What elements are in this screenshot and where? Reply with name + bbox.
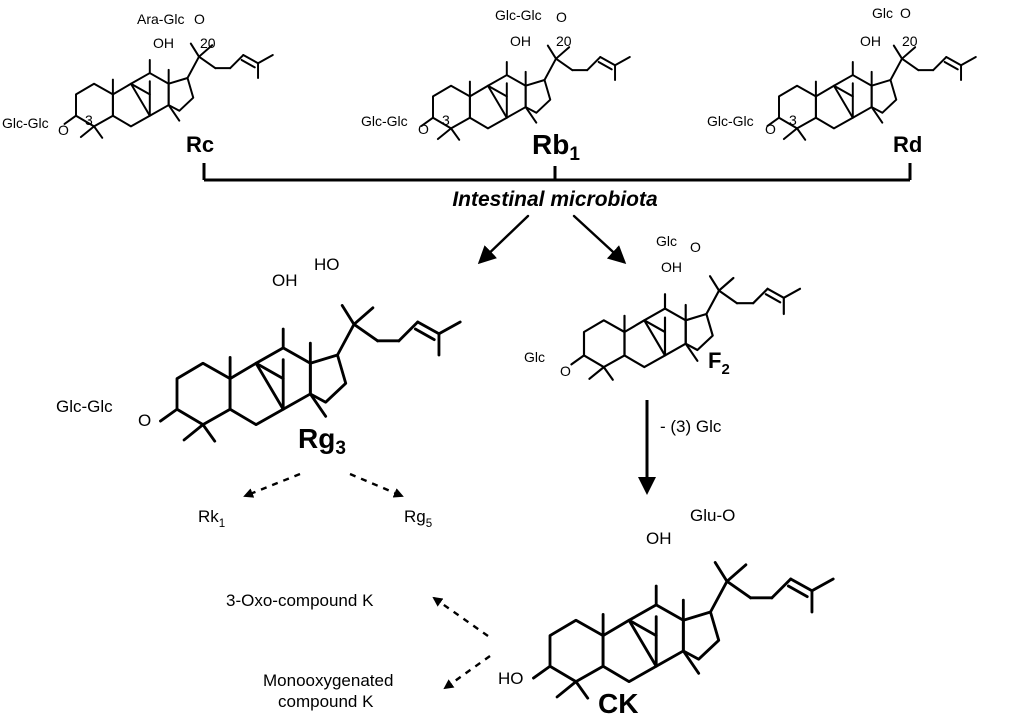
rg3-c3-sugar: Glc-Glc: [56, 397, 113, 416]
f2-c3-oxygen: O: [560, 363, 571, 379]
rd-position-3: 3: [789, 112, 797, 128]
rc-oh: OH: [153, 35, 174, 51]
rc-c3-oxygen: O: [58, 122, 69, 138]
rd-c3-sugar: Glc-Glc: [707, 113, 754, 129]
arrow-to-rg3: [477, 214, 530, 265]
arrow-to-f2: [572, 214, 627, 265]
f2-oh: OH: [661, 259, 682, 275]
rc-position-20: 20: [200, 35, 216, 51]
deglycosylation-label: - (3) Glc: [660, 417, 722, 436]
rc-position-3: 3: [85, 112, 93, 128]
compound-rd: Glc-Glc O 3 Glc O 20 OH Rd: [707, 5, 977, 157]
oxo-compound-k-label: 3-Oxo-compound K: [226, 591, 374, 610]
compound-rb1: Glc-Glc O 3 Glc-Glc O 20 OH Rb1: [361, 7, 631, 165]
f2-c20-oxygen: O: [690, 239, 701, 255]
rb1-c3-sugar: Glc-Glc: [361, 113, 408, 129]
rg5-label: Rg5: [404, 507, 432, 530]
rb1-position-3: 3: [442, 112, 450, 128]
ck-c3-oh: HO: [498, 669, 524, 688]
rc-c3-sugar: Glc-Glc: [2, 115, 49, 131]
rb1-label: Rb1: [532, 129, 580, 165]
process-label: Intestinal microbiota: [452, 188, 658, 211]
rg3-oh: OH: [272, 271, 298, 290]
f2-c3-sugar: Glc: [524, 349, 545, 365]
compound-f2: Glc O Glc O OH F2: [524, 233, 802, 381]
rc-c20-sugar: Ara-Glc: [137, 11, 184, 27]
ck-oh: OH: [646, 529, 672, 548]
rb1-c3-oxygen: O: [418, 121, 429, 137]
f2-label: F2: [708, 348, 730, 378]
rd-c20-sugar: Glc: [872, 5, 893, 21]
arrow-to-mono: [443, 655, 491, 690]
arrow-to-rg5: [349, 472, 404, 498]
compound-rc: Glc-Glc O 3 Ara-Glc O 20 OH Rc: [2, 11, 274, 157]
monooxygenated-label-line1: Monooxygenated: [263, 671, 393, 690]
rg3-label: Rg3: [298, 423, 346, 459]
rk1-label: Rk1: [198, 507, 225, 530]
rc-c20-oxygen: O: [194, 11, 205, 27]
rd-label: Rd: [893, 132, 922, 157]
rg3-c3-oxygen: O: [138, 411, 151, 430]
ck-label: CK: [598, 688, 638, 717]
rb1-oh: OH: [510, 33, 531, 49]
rd-oh: OH: [860, 33, 881, 49]
f2-c20-sugar: Glc: [656, 233, 677, 249]
rb1-c20-sugar: Glc-Glc: [495, 7, 542, 23]
rb1-c20-oxygen: O: [556, 9, 567, 25]
rd-c3-oxygen: O: [765, 121, 776, 137]
rc-label: Rc: [186, 132, 214, 157]
rg3-c20-oh: HO: [314, 255, 340, 274]
ck-c20-sugar: Glu-O: [690, 506, 735, 525]
microbiota-bracket: Intestinal microbiota: [202, 163, 912, 211]
compound-ck: HO Glu-O OH CK: [498, 506, 835, 717]
arrow-to-oxo: [432, 596, 489, 637]
monooxygenated-label-line2: compound K: [278, 692, 374, 711]
compound-rg3: Glc-Glc O OH HO Rg3: [56, 255, 462, 459]
arrow-to-rk1: [243, 472, 301, 498]
rd-c20-oxygen: O: [900, 5, 911, 21]
rd-position-20: 20: [902, 33, 918, 49]
rb1-position-20: 20: [556, 33, 572, 49]
